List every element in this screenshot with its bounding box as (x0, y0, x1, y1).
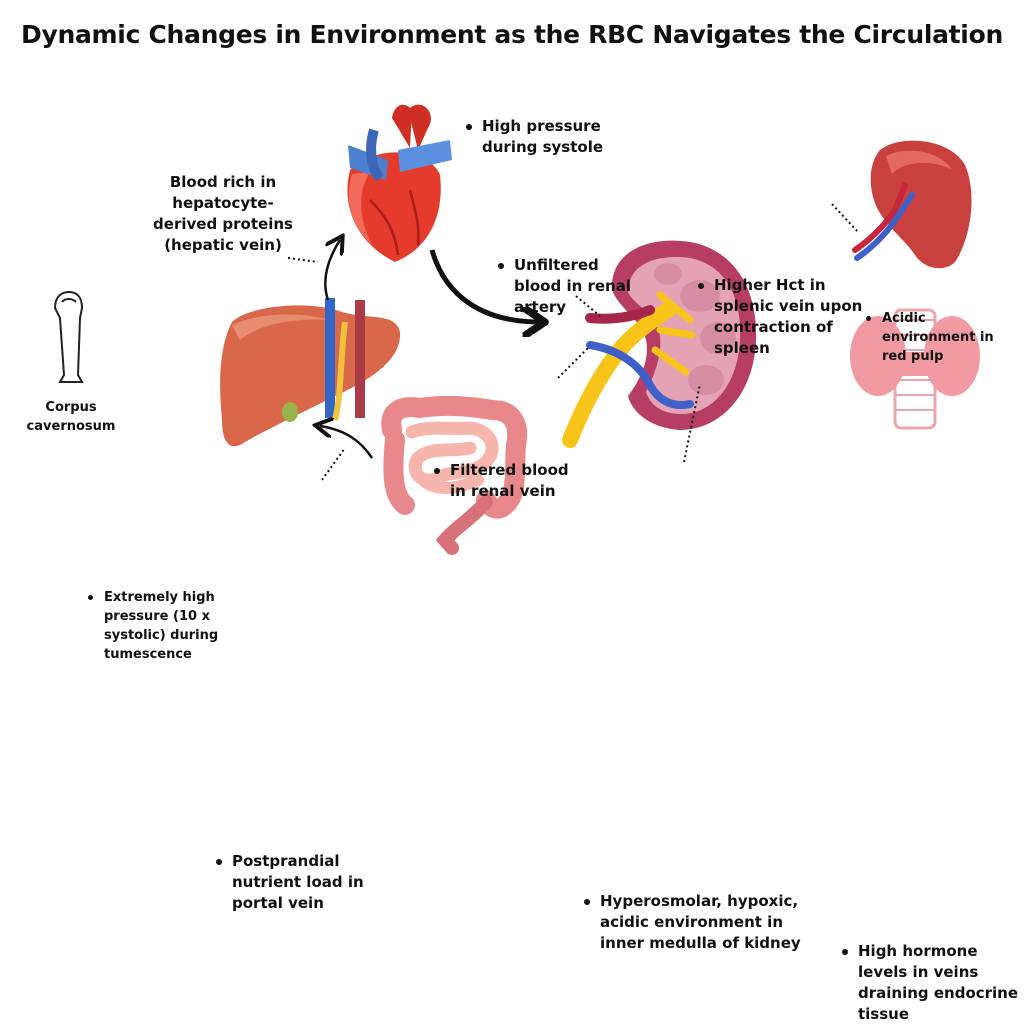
hepatic-label-line-1: Blood rich in (169, 173, 277, 191)
corpus-name-label: Corpus cavernosum (16, 398, 126, 436)
leader-medulla (683, 383, 701, 463)
endocrine-label-line-2: levels in veins (858, 963, 979, 981)
intestine-icon (381, 395, 528, 555)
endocrine-label: High hormone levels in veins draining en… (840, 941, 1024, 1025)
leader-lines (287, 203, 859, 481)
red-pulp-label-line-2: environment in (882, 330, 994, 345)
red-pulp-label-line-1: Acidic (882, 311, 926, 326)
portal-label-line-1: Postprandial (232, 852, 340, 870)
spleen-vein-label-line-2: splenic vein upon (714, 297, 863, 315)
corpus-label-line-4: tumescence (104, 647, 192, 662)
heart-label: High pressure during systole (464, 116, 1024, 158)
renal-artery-label-line-2: blood in renal (514, 277, 632, 295)
diagram-title: Dynamic Changes in Environment as the RB… (21, 20, 1003, 49)
liver-to-heart-arrow (324, 240, 340, 301)
spleen-icon (852, 140, 972, 269)
hepatic-label-line-3: derived proteins (153, 215, 293, 233)
hepatic-label-line-4: (hepatic vein) (164, 236, 282, 254)
renal-vein-label: Filtered blood in renal vein (432, 460, 1024, 502)
renal-artery-label-line-3: artery (514, 298, 567, 316)
portal-label-line-2: nutrient load in (232, 873, 364, 891)
intestine-to-liver-arrow (320, 426, 374, 459)
heart-label-line-1: High pressure (482, 117, 601, 135)
corpus-name-line-1: Corpus (45, 400, 97, 415)
heart-to-kidney-arrow (429, 249, 540, 322)
heart-label-line-2: during systole (482, 138, 604, 156)
renal-vein-label-line-1: Filtered blood (450, 461, 569, 479)
renal-artery-label: Unfiltered blood in renal artery (496, 255, 1024, 318)
medulla-label-line-1: Hyperosmolar, hypoxic, (600, 892, 799, 910)
spleen-vein-label-line-3: contraction of (714, 318, 833, 336)
leader-portal (321, 447, 346, 481)
spleen-vein-label-line-1: Higher Hct in (714, 276, 826, 294)
corpus-label-line-1: Extremely high (104, 590, 215, 605)
corpus-label-line-2: pressure (10 x (104, 609, 210, 624)
corpus-cavernosum-icon (53, 290, 84, 383)
leader-hepatic (287, 257, 319, 263)
renal-vein-label-line-2: in renal vein (450, 482, 556, 500)
leader-spleen-vein (831, 203, 859, 233)
spleen-vein-label: Higher Hct in splenic vein upon contract… (696, 275, 1024, 359)
corpus-label: Extremely high pressure (10 x systolic) … (86, 588, 1024, 664)
diagram-canvas (53, 104, 980, 555)
liver-icon (220, 298, 401, 447)
kidney-icon (562, 240, 757, 448)
red-pulp-label: Acidic environment in red pulp (864, 309, 1024, 366)
thyroid-icon (850, 308, 980, 430)
leader-renal-vein (557, 345, 591, 379)
hepatic-label: Blood rich in hepatocyte- derived protei… (148, 172, 298, 256)
hepatic-label-line-2: hepatocyte- (172, 194, 274, 212)
endocrine-label-line-3: draining endocrine (858, 984, 1019, 1002)
red-pulp-label-line-3: red pulp (882, 349, 944, 364)
heart-icon (347, 104, 452, 262)
corpus-label-line-3: systolic) during (104, 628, 219, 643)
spleen-vein-label-line-4: spleen (714, 339, 770, 357)
corpus-name-line-2: cavernosum (26, 419, 116, 434)
leader-renal-artery (575, 295, 601, 317)
endocrine-label-line-4: tissue (858, 1005, 910, 1023)
renal-artery-label-line-1: Unfiltered (514, 256, 599, 274)
endocrine-label-line-1: High hormone (858, 942, 978, 960)
medulla-label-line-2: acidic environment in (600, 913, 783, 931)
